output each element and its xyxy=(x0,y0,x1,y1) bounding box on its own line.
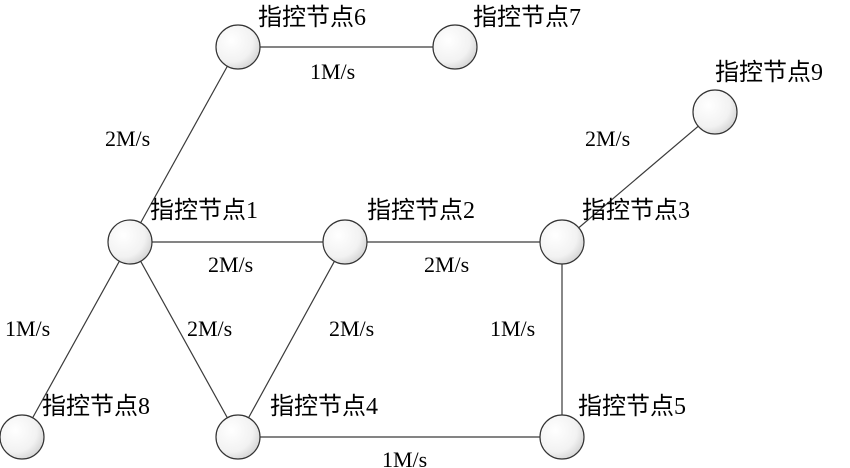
bandwidth-label-n2-n3: 2M/s xyxy=(424,252,469,277)
node-label-n5: 指控节点5 xyxy=(578,393,686,420)
edge-n3-n9 xyxy=(561,111,716,243)
bandwidth-label-n4-n5: 1M/s xyxy=(382,447,427,468)
bandwidth-label-n1-n4: 2M/s xyxy=(187,316,232,341)
node-label-n6: 指控节点6 xyxy=(258,4,366,31)
bandwidth-label-n3-n9: 2M/s xyxy=(585,126,630,151)
bandwidth-label-n3-n5: 1M/s xyxy=(490,316,535,341)
edge-n1-n6 xyxy=(129,46,239,243)
node-label-n9: 指控节点9 xyxy=(715,59,823,86)
bandwidth-label-n6-n7: 1M/s xyxy=(310,59,355,84)
bandwidth-label-n1-n8: 1M/s xyxy=(5,316,50,341)
bandwidth-label-n1-n6: 2M/s xyxy=(105,126,150,151)
node-n3[interactable] xyxy=(539,219,585,265)
node-labels-layer: 指控节点1 指控节点2 指控节点3 指控节点4 指控节点5 指控节点6 指控节点7 指控节点8… xyxy=(42,4,823,420)
node-label-n4: 指控节点4 xyxy=(270,393,378,420)
edge-n2-n4 xyxy=(237,241,346,438)
node-n4[interactable] xyxy=(215,414,261,460)
edge-n1-n8 xyxy=(21,241,131,438)
bandwidth-label-n1-n2: 2M/s xyxy=(208,252,253,277)
bandwidth-labels-layer: 1M/s 2M/s 2M/s 2M/s 2M/s 1M/s 2M/s 2M/s 1M/s 1M/s xyxy=(5,59,630,468)
node-label-n3: 指控节点3 xyxy=(582,197,690,224)
edges-layer xyxy=(21,46,716,438)
node-label-n2: 指控节点2 xyxy=(367,197,475,224)
node-n9[interactable] xyxy=(692,89,738,135)
node-n7[interactable] xyxy=(432,24,478,70)
node-label-n7: 指控节点7 xyxy=(473,4,581,31)
node-n2[interactable] xyxy=(322,219,368,265)
node-n5[interactable] xyxy=(539,414,585,460)
node-n1[interactable] xyxy=(107,219,153,265)
node-n8[interactable] xyxy=(0,414,45,460)
nodes-layer xyxy=(0,24,738,460)
node-n6[interactable] xyxy=(215,24,261,70)
node-label-n1: 指控节点1 xyxy=(150,197,258,224)
bandwidth-label-n2-n4: 2M/s xyxy=(329,316,374,341)
node-label-n8: 指控节点8 xyxy=(42,393,150,420)
edge-n1-n4 xyxy=(129,241,239,438)
